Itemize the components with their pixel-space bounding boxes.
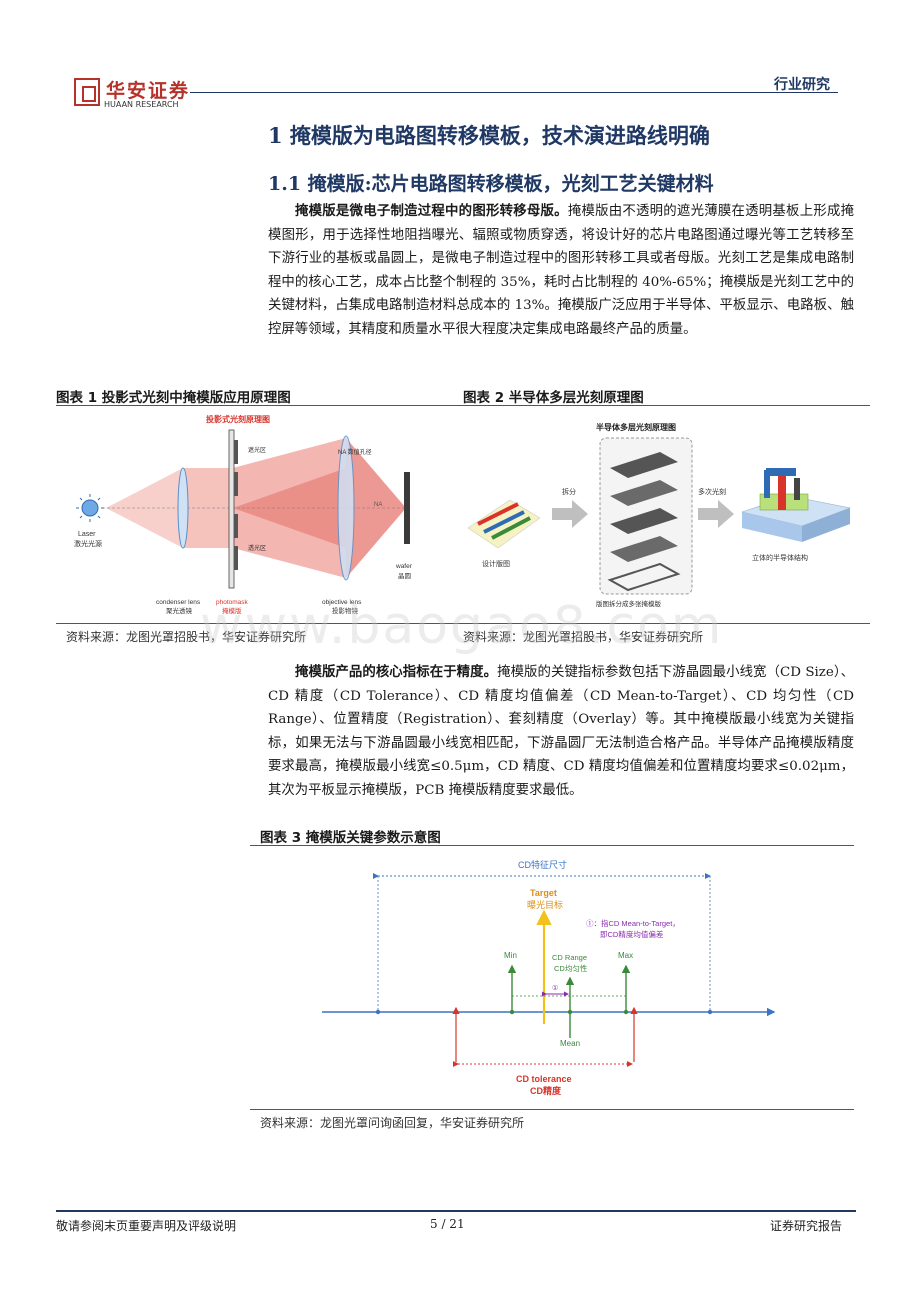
- objective-lens-icon: [337, 435, 355, 581]
- figure3-source: 资料来源：龙图光罩问询函回复，华安证券研究所: [260, 1116, 525, 1130]
- cd-range-label-cn: CD均匀性: [554, 963, 588, 973]
- mean-to-target-marker: ①: [552, 984, 558, 992]
- photomask-label-cn: 掩模版: [222, 606, 242, 615]
- figure1-source: 资料来源：龙图光罩招股书，华安证券研究所: [66, 630, 307, 644]
- design-label: 设计版图: [482, 559, 510, 568]
- figure2-title: 图表 2 半导体多层光刻原理图: [463, 390, 644, 406]
- figure3-top-rule: [250, 845, 854, 846]
- min-point: [509, 1009, 515, 1015]
- figure1-title: 图表 1 投影式光刻中掩模版应用原理图: [56, 390, 291, 406]
- na-label: NA: [374, 502, 382, 508]
- mask-block-4: [234, 546, 238, 570]
- watermark: www.baogao8.com: [200, 596, 724, 656]
- mask-block-2: [234, 472, 238, 496]
- wafer-icon: [404, 472, 410, 544]
- wafer-label-cn: 晶圆: [398, 572, 411, 580]
- paragraph-body: 掩模版的关键指标参数包括下游晶圆最小线宽（CD Size）、CD 精度（CD T…: [268, 665, 855, 798]
- min-label: Min: [504, 951, 517, 960]
- light-block-label: 遮光区: [248, 446, 266, 454]
- wafer-label: wafer: [395, 563, 413, 570]
- figure3-diagram: CD特征尺寸 Target 曝光目标 ①：指CD Mean-to-Target，…: [322, 859, 776, 1096]
- report-section-label: 行业研究: [774, 77, 830, 93]
- mean-label: Mean: [560, 1039, 580, 1048]
- paragraph-lead: 掩模版是微电子制造过程中的图形转移母版。: [295, 203, 568, 219]
- footer-disclaimer: 敬请参阅末页重要声明及评级说明: [56, 1219, 237, 1233]
- figure2-source: 资料来源：龙图光罩招股书，华安证券研究所: [463, 630, 704, 644]
- photomask-label: photomask: [216, 599, 249, 606]
- figure3-bottom-rule: [250, 1109, 854, 1110]
- exposure-arrow-icon: [698, 500, 734, 528]
- split-result-label: 版图拆分成多张掩模版: [596, 599, 662, 608]
- condenser-label-cn: 聚光透镜: [166, 606, 193, 615]
- paragraph-lead: 掩模版产品的核心指标在于精度。: [295, 664, 498, 680]
- split-arrow-icon: [552, 500, 588, 528]
- mean-to-target-note: ①：指CD Mean-to-Target，: [586, 918, 680, 928]
- figure-bottom-rule: [56, 623, 870, 624]
- mask-block-1: [234, 440, 238, 464]
- fig2-diagram-title: 半导体多层光刻原理图: [596, 422, 676, 432]
- target-label: Target: [530, 888, 557, 898]
- tolerance-right-point: [631, 1009, 637, 1015]
- max-point: [623, 1009, 629, 1015]
- fig1-diagram-title: 投影式光刻原理图: [206, 414, 270, 424]
- objective-label: objective lens: [322, 599, 362, 606]
- focus-cone: [346, 438, 406, 578]
- cd-size-left-point: [375, 1009, 381, 1015]
- footer-divider: [56, 1210, 856, 1212]
- header-divider: [190, 92, 838, 93]
- laser-source-icon: [81, 499, 99, 517]
- objective-label-cn: 投影物镜: [332, 606, 359, 615]
- figure-top-rule: [56, 405, 870, 406]
- light-pass-label: 透光区: [248, 544, 266, 552]
- condenser-lens-icon: [177, 467, 189, 549]
- multi-exposure-label: 多次光刻: [698, 487, 726, 496]
- cd-range-label: CD Range: [552, 953, 587, 962]
- logo-subtitle: HUAAN RESEARCH: [104, 100, 179, 109]
- paragraph-body: 掩模版由不透明的遮光薄膜在透明基板上形成掩模图形，用于选择性地阻挡曝光、辐照或物…: [268, 204, 855, 337]
- laser-label-cn: 激光光源: [74, 539, 102, 548]
- paragraph-intro: 掩模版是微电子制造过程中的图形转移母版。掩模版由不透明的遮光薄膜在透明基板上形成…: [268, 200, 854, 341]
- semiconductor-structure-icon: [740, 468, 852, 542]
- figure1-diagram: 投影式光刻原理图 Laser 激光光源 condenser lens 聚光透镜 …: [74, 414, 413, 615]
- na-aperture-label: NA 数值孔径: [338, 448, 372, 456]
- target-label-cn: 曝光目标: [527, 899, 563, 910]
- photomask-icon: [228, 429, 235, 589]
- figure2-diagram: 半导体多层光刻原理图 设计版图 拆分 版图拆分成多张掩模版 多次光刻 立体的半导…: [467, 422, 852, 608]
- paragraph-precision: 掩模版产品的核心指标在于精度。掩模版的关键指标参数包括下游晶圆最小线宽（CD S…: [268, 661, 854, 802]
- subsection-heading: 1.1 掩模版:芯片电路图转移模板，光刻工艺关键材料: [268, 173, 714, 195]
- figure3-title: 图表 3 掩模版关键参数示意图: [260, 830, 441, 846]
- design-layout-icon: [467, 499, 541, 549]
- logo-text: 华安证券: [106, 80, 191, 102]
- structure-label: 立体的半导体结构: [752, 553, 808, 562]
- cd-size-right-point: [707, 1009, 713, 1015]
- cd-size-label: CD特征尺寸: [518, 859, 567, 870]
- split-label: 拆分: [562, 487, 576, 496]
- condenser-label: condenser lens: [156, 599, 201, 606]
- tolerance-left-point: [453, 1009, 459, 1015]
- mean-to-target-note-cn: 即CD精度均值偏差: [600, 929, 664, 939]
- logo-icon: [74, 78, 100, 106]
- mask-stack-icon: [607, 452, 681, 592]
- section-heading: 1 掩模版为电路图转移模板，技术演进路线明确: [268, 123, 710, 148]
- footer-report-type: 证券研究报告: [769, 1219, 842, 1233]
- cd-tolerance-label: CD tolerance: [516, 1074, 572, 1084]
- laser-rays-icon: [76, 494, 104, 522]
- max-label: Max: [618, 951, 633, 960]
- laser-label: Laser: [78, 531, 96, 538]
- mean-point: [567, 1009, 573, 1015]
- page-number: 5 / 21: [430, 1217, 465, 1231]
- mask-block-3: [234, 514, 238, 538]
- cd-tolerance-label-cn: CD精度: [530, 1085, 562, 1096]
